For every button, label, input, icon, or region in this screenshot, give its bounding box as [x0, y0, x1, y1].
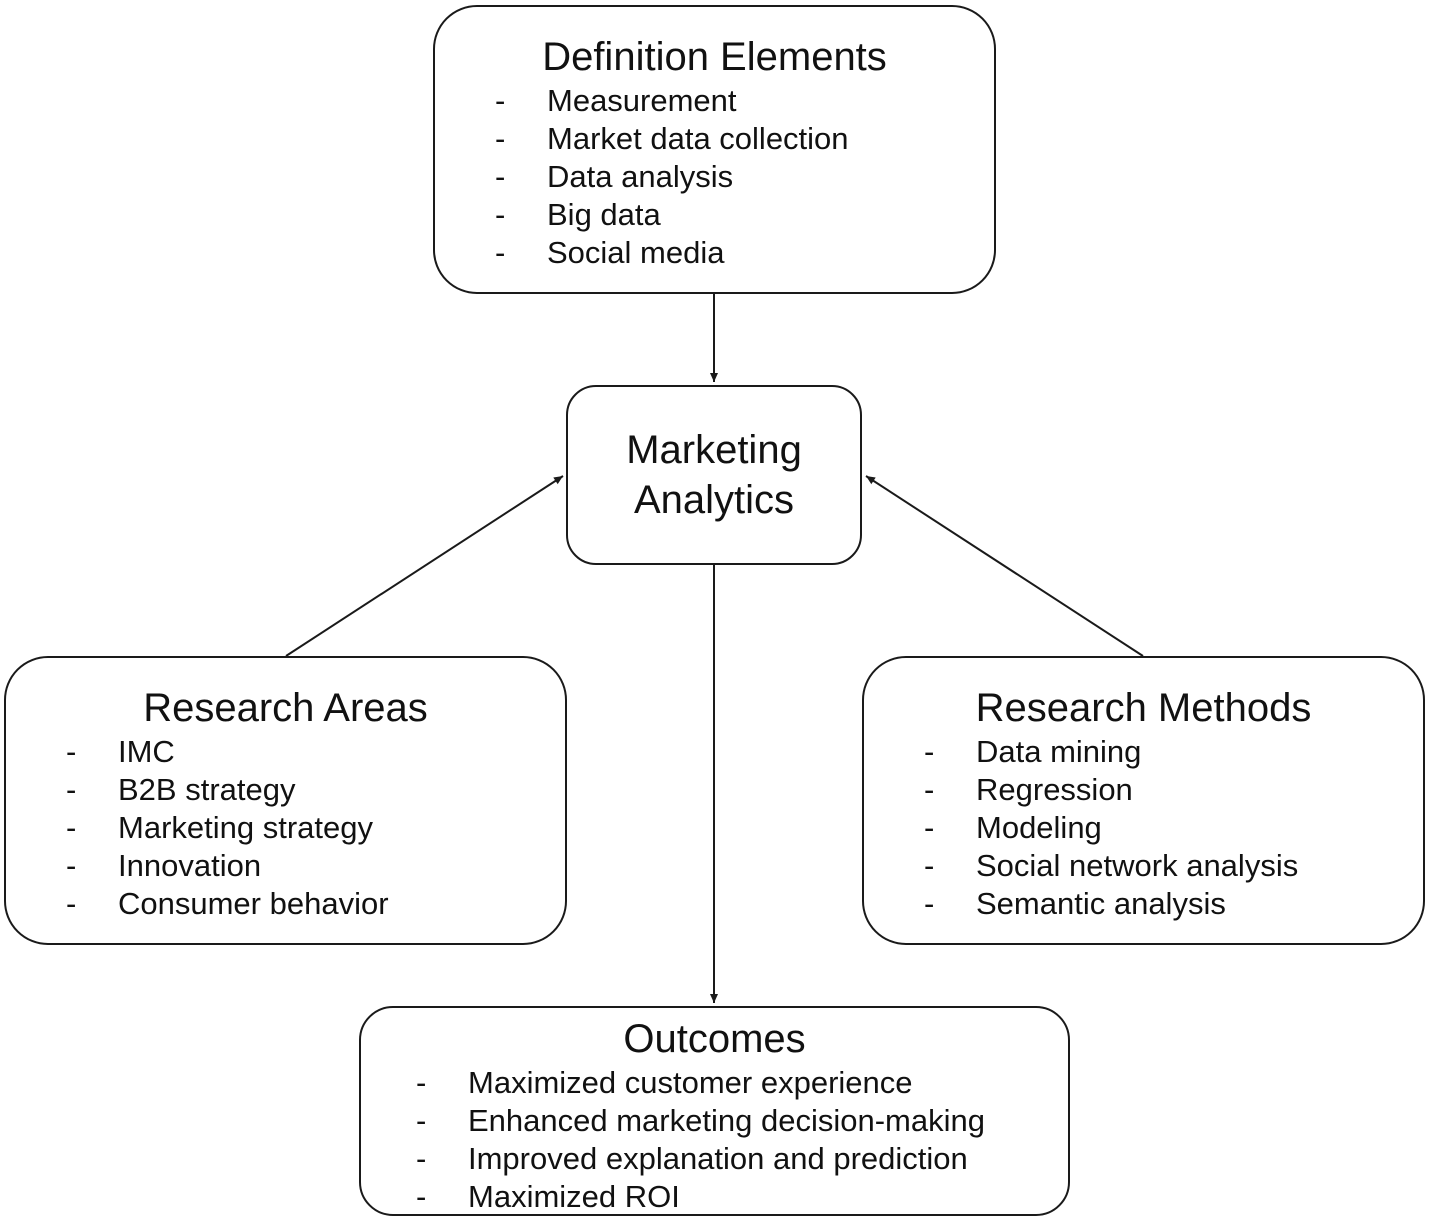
- bullet-dash: -: [416, 1065, 427, 1100]
- list-item: -Semantic analysis: [924, 886, 1226, 921]
- research-areas-title: Research Areas: [143, 686, 428, 730]
- bullet-dash: -: [495, 83, 506, 118]
- list-item: -Modeling: [924, 810, 1102, 845]
- outcomes-list: -Maximized customer experience -Enhanced…: [361, 1064, 1068, 1216]
- arrow-methods-to-analytics: [865, 475, 1144, 657]
- research-methods-title: Research Methods: [975, 686, 1312, 730]
- list-item: -Social media: [495, 235, 725, 270]
- list-item: -Social network analysis: [924, 848, 1299, 883]
- list-item: -Consumer behavior: [66, 886, 389, 921]
- bullet-dash: -: [924, 886, 935, 921]
- bullet-dash: -: [924, 848, 935, 883]
- list-item: -Enhanced marketing decision-making: [416, 1103, 985, 1138]
- definition-elements-title: Definition Elements: [542, 35, 887, 79]
- outcomes-title: Outcomes: [623, 1017, 806, 1061]
- list-item: -Maximized customer experience: [416, 1065, 913, 1100]
- bullet-dash: -: [416, 1103, 427, 1138]
- definition-elements-list: -Measurement -Market data collection -Da…: [435, 82, 994, 272]
- research-methods-box: Research Methods -Data mining -Regressio…: [862, 656, 1425, 945]
- research-areas-list: -IMC -B2B strategy -Marketing strategy -…: [6, 733, 565, 923]
- bullet-dash: -: [495, 197, 506, 232]
- outcomes-box: Outcomes -Maximized customer experience …: [359, 1006, 1070, 1216]
- bullet-dash: -: [416, 1141, 427, 1176]
- marketing-analytics-title-line-1: Marketing: [626, 428, 802, 472]
- bullet-dash: -: [66, 848, 77, 883]
- research-areas-box: Research Areas -IMC -B2B strategy -Marke…: [4, 656, 567, 945]
- list-item: -B2B strategy: [66, 772, 296, 807]
- bullet-dash: -: [66, 810, 77, 845]
- list-item: -Data analysis: [495, 159, 734, 194]
- bullet-dash: -: [416, 1179, 427, 1214]
- marketing-analytics-title-line-2: Analytics: [633, 478, 795, 522]
- research-methods-list: -Data mining -Regression -Modeling -Soci…: [864, 733, 1423, 923]
- list-item: -Big data: [495, 197, 661, 232]
- list-item: -Data mining: [924, 734, 1142, 769]
- list-item: -IMC: [66, 734, 175, 769]
- bullet-dash: -: [495, 235, 506, 270]
- list-item: -Maximized ROI: [416, 1179, 680, 1214]
- list-item: -Innovation: [66, 848, 262, 883]
- arrow-areas-to-analytics: [285, 475, 564, 657]
- bullet-dash: -: [66, 772, 77, 807]
- bullet-dash: -: [924, 810, 935, 845]
- bullet-dash: -: [924, 772, 935, 807]
- bullet-dash: -: [924, 734, 935, 769]
- list-item: -Improved explanation and prediction: [416, 1141, 968, 1176]
- bullet-dash: -: [495, 159, 506, 194]
- list-item: -Measurement: [495, 83, 737, 118]
- list-item: -Market data collection: [495, 121, 849, 156]
- definition-elements-box: Definition Elements -Measurement -Market…: [433, 5, 996, 294]
- bullet-dash: -: [66, 886, 77, 921]
- bullet-dash: -: [495, 121, 506, 156]
- marketing-analytics-box: Marketing Analytics: [566, 385, 862, 565]
- list-item: -Regression: [924, 772, 1133, 807]
- bullet-dash: -: [66, 734, 77, 769]
- list-item: -Marketing strategy: [66, 810, 373, 845]
